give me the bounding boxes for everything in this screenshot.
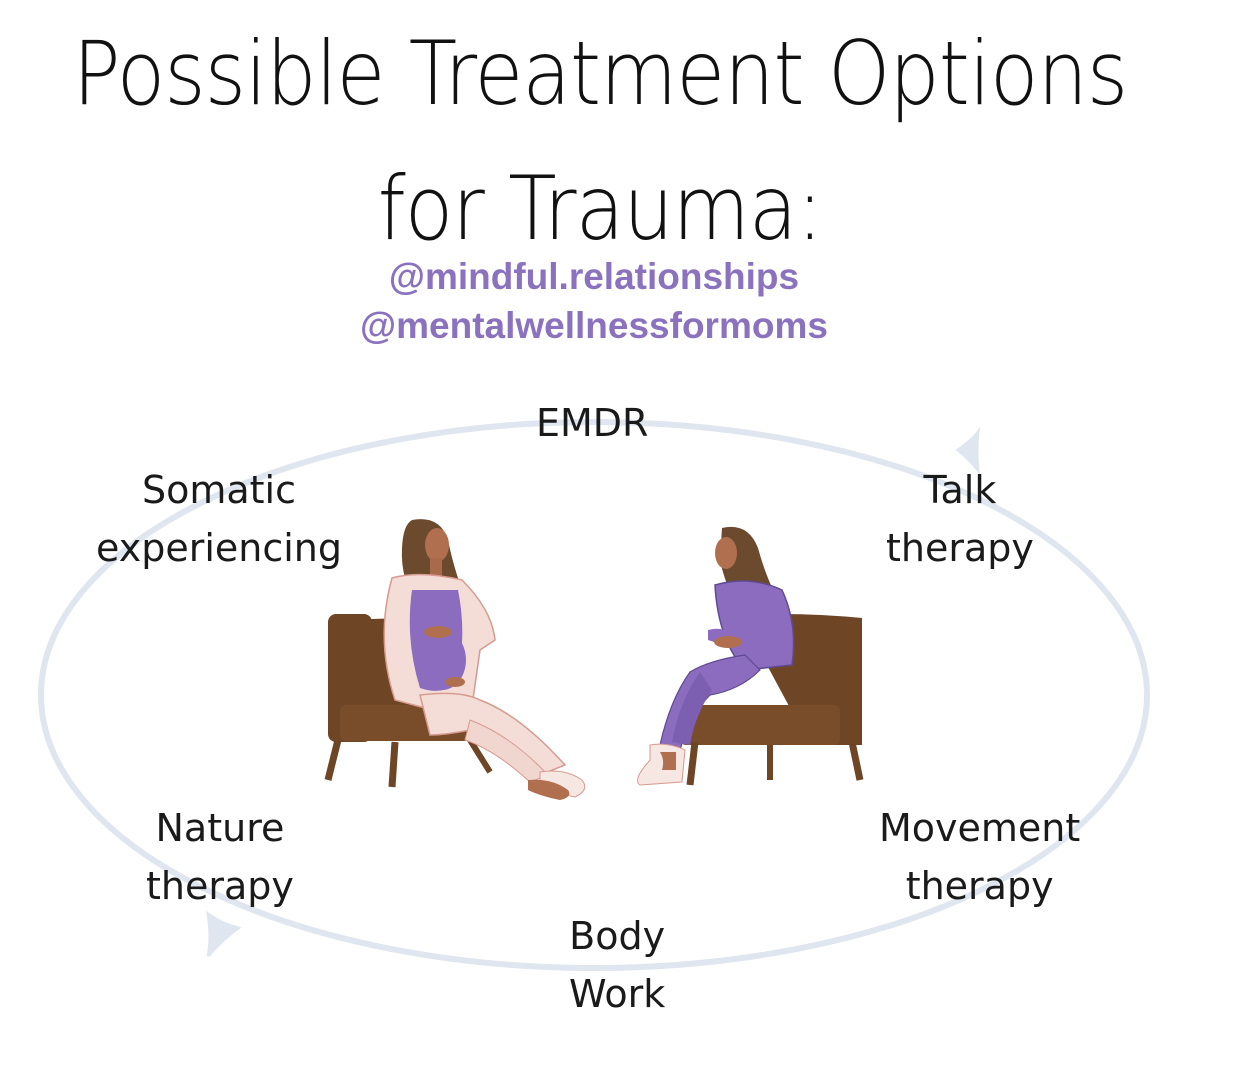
left-woman-icon	[383, 519, 586, 800]
handle-mindful-relationships: @mindful.relationships	[388, 256, 800, 297]
cycle-arrow-bottom-left-icon	[205, 910, 242, 957]
cycle-item-emdr: EMDR	[536, 401, 649, 445]
cycle-item-body-work: Body Work	[569, 914, 666, 1016]
cycle-item-movement-therapy: Movement therapy	[879, 806, 1081, 908]
title-line-1: Possible Treatment Options	[72, 22, 1128, 125]
cycle-item-talk-therapy: Talk therapy	[886, 468, 1034, 570]
title-line-2: for Trauma:	[377, 157, 823, 260]
cycle-item-somatic-experiencing: Somatic experiencing	[96, 468, 342, 570]
handle-mentalwellnessformoms: @mentalwellnessformoms	[360, 305, 828, 346]
right-woman-icon	[637, 526, 795, 786]
cycle-arrow-top-right-icon	[955, 426, 981, 475]
cycle-item-nature-therapy: Nature therapy	[146, 806, 294, 908]
